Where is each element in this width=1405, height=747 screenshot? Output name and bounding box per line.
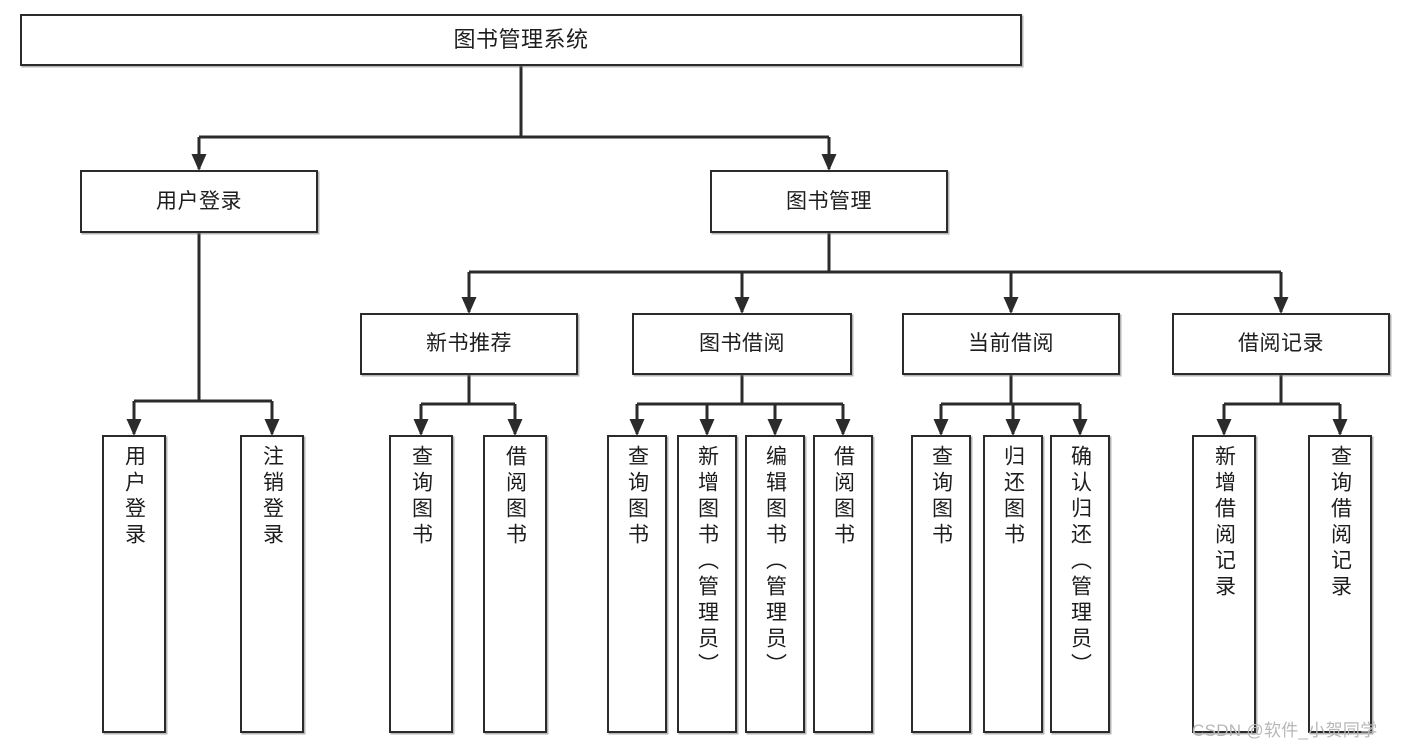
node-label: 用户登录: [156, 189, 242, 213]
node-label: 图书管理系统: [453, 26, 589, 52]
node-label: 新增图书（管理员）: [695, 445, 719, 679]
node-label: 注销登录: [260, 445, 284, 549]
node-leaf-br-add[interactable]: 新增借阅记录: [1192, 435, 1256, 733]
node-leaf-br-query[interactable]: 查询借阅记录: [1308, 435, 1372, 733]
node-leaf-cb-return[interactable]: 归还图书: [983, 435, 1043, 733]
node-leaf-cb-query[interactable]: 查询图书: [911, 435, 971, 733]
node-label: 新增借阅记录: [1212, 445, 1236, 601]
node-label: 借阅图书: [503, 445, 527, 549]
node-new-book-rec[interactable]: 新书推荐: [360, 313, 578, 375]
node-label: 新书推荐: [426, 332, 512, 356]
node-label: 用户登录: [122, 445, 146, 549]
node-user-login[interactable]: 用户登录: [80, 170, 318, 233]
node-book-borrow[interactable]: 图书借阅: [632, 313, 852, 375]
node-label: 查询图书: [929, 445, 953, 549]
node-label: 图书借阅: [699, 332, 785, 356]
node-leaf-cb-confirm[interactable]: 确认归还（管理员）: [1050, 435, 1110, 733]
node-current-borrow[interactable]: 当前借阅: [902, 313, 1120, 375]
node-leaf-rec-borrow[interactable]: 借阅图书: [483, 435, 547, 733]
node-leaf-user-login[interactable]: 用户登录: [102, 435, 166, 733]
node-label: 借阅图书: [831, 445, 855, 549]
node-label: 归还图书: [1001, 445, 1025, 549]
watermark: CSDN @软件_小贺同学: [1192, 721, 1378, 740]
node-borrow-record[interactable]: 借阅记录: [1172, 313, 1390, 375]
node-label: 编辑图书（管理员）: [763, 445, 787, 679]
node-label: 借阅记录: [1238, 332, 1324, 356]
node-leaf-user-logout[interactable]: 注销登录: [240, 435, 304, 733]
node-leaf-bb-query[interactable]: 查询图书: [607, 435, 667, 733]
node-root[interactable]: 图书管理系统: [20, 14, 1022, 66]
node-label: 当前借阅: [968, 332, 1054, 356]
node-book-manage[interactable]: 图书管理: [710, 170, 948, 233]
node-leaf-rec-query[interactable]: 查询图书: [389, 435, 453, 733]
node-label: 查询图书: [625, 445, 649, 549]
node-label: 确认归还（管理员）: [1068, 445, 1092, 679]
node-leaf-bb-edit[interactable]: 编辑图书（管理员）: [745, 435, 805, 733]
node-leaf-bb-borrow[interactable]: 借阅图书: [813, 435, 873, 733]
node-label: 查询借阅记录: [1328, 445, 1352, 601]
node-leaf-bb-add[interactable]: 新增图书（管理员）: [677, 435, 737, 733]
node-label: 查询图书: [409, 445, 433, 549]
node-label: 图书管理: [786, 189, 872, 213]
